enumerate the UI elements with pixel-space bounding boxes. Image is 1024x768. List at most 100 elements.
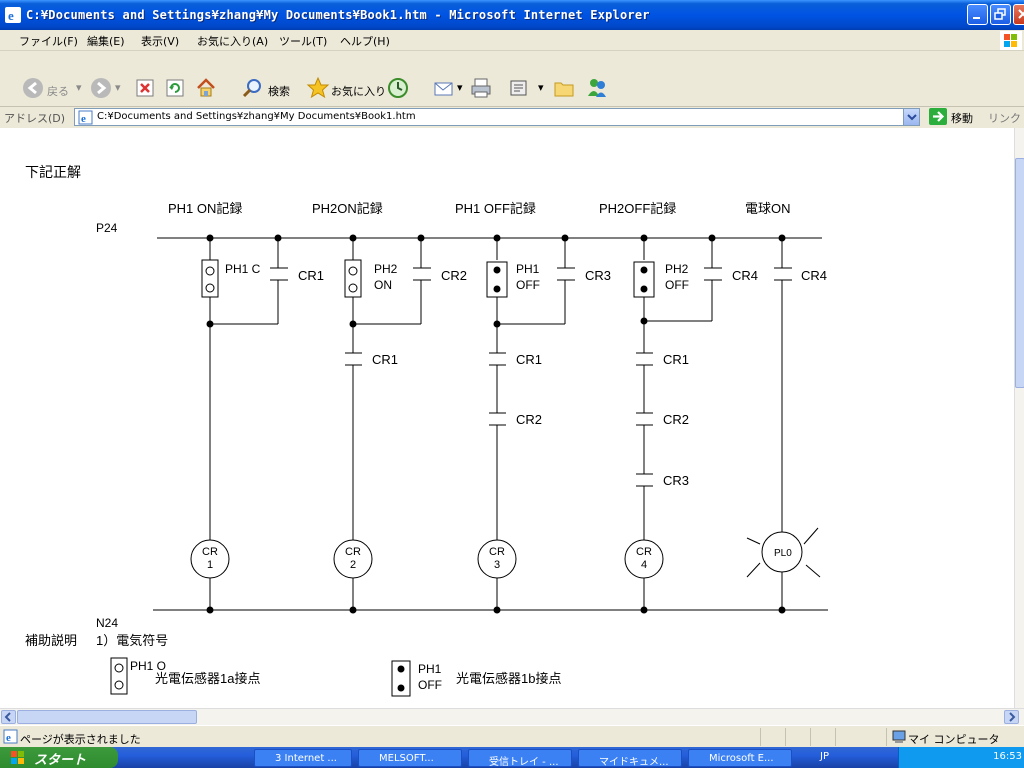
contact-ph1-on-label: PH1 C <box>225 262 261 276</box>
mail-icon[interactable] <box>433 77 457 99</box>
rung4-cr3-label: CR3 <box>663 473 689 488</box>
search-label[interactable]: 検索 <box>268 85 290 98</box>
svg-text:e: e <box>6 732 11 744</box>
column-ph1-off: PH1 OFF記録 <box>455 201 536 216</box>
vertical-scroll-thumb[interactable] <box>1015 158 1024 388</box>
menu-edit[interactable]: 編集(E) <box>87 35 125 48</box>
contact-ph2-off-label-1: PH2 <box>665 262 689 276</box>
windows-flag-icon <box>11 751 24 764</box>
start-label: スタート <box>34 753 87 768</box>
coil-1-label-2: 1 <box>207 559 213 571</box>
rung-2 <box>333 238 431 610</box>
rung1-cr1-label: CR1 <box>298 268 324 283</box>
column-ph2-on: PH2ON記録 <box>312 201 383 216</box>
legend-a-text: 光電伝感器1a接点 <box>155 671 260 686</box>
forward-arrow-icon[interactable] <box>90 77 112 99</box>
horizontal-scroll-thumb[interactable] <box>17 710 197 724</box>
favorites-label[interactable]: お気に入り <box>331 85 386 98</box>
menu-help[interactable]: ヘルプ(H) <box>340 35 390 48</box>
legend-b-tag-2: OFF <box>418 678 442 692</box>
rung4-cr2-label: CR2 <box>663 412 689 427</box>
scroll-right-icon[interactable] <box>1004 710 1019 724</box>
refresh-icon[interactable] <box>166 79 184 97</box>
vertical-scrollbar[interactable] <box>1014 128 1024 708</box>
scroll-left-icon[interactable] <box>1 710 16 724</box>
favorites-star-icon[interactable] <box>306 76 330 100</box>
rung3-cr2-label: CR2 <box>516 412 542 427</box>
task-internet[interactable]: 3 Internet ... <box>254 749 352 767</box>
edit-dropdown-icon[interactable]: ▾ <box>538 81 544 94</box>
coil-3-label-2: 3 <box>494 559 500 571</box>
task-inbox[interactable]: 受信トレイ - ... <box>468 749 572 767</box>
menu-favorites[interactable]: お気に入り(A) <box>197 35 269 48</box>
language-indicator[interactable]: JP <box>820 751 829 762</box>
column-ph2-off: PH2OFF記録 <box>599 201 676 216</box>
address-input[interactable]: e C:¥Documents and Settings¥zhang¥My Doc… <box>74 108 920 126</box>
coil-1-label-1: CR <box>202 546 218 558</box>
home-icon[interactable] <box>195 77 217 99</box>
clock: 16:53 <box>993 751 1022 762</box>
task-microsoft-excel[interactable]: Microsoft E... <box>688 749 792 767</box>
back-arrow-icon[interactable] <box>22 77 44 99</box>
n24-label: N24 <box>96 616 118 630</box>
links-button[interactable]: リンク <box>988 112 1021 125</box>
print-icon[interactable] <box>470 77 492 99</box>
coil-4-label-1: CR <box>636 546 652 558</box>
coil-4-label-2: 4 <box>641 559 647 571</box>
stop-icon[interactable] <box>136 79 154 97</box>
page-icon: e <box>78 110 93 125</box>
page-done-icon: e <box>3 729 18 744</box>
address-label: アドレス(D) <box>4 112 66 125</box>
back-dropdown-icon[interactable]: ▾ <box>76 81 82 94</box>
edit-icon[interactable] <box>510 79 528 97</box>
coil-2-label-1: CR <box>345 546 361 558</box>
rung-1 <box>190 238 288 610</box>
history-icon[interactable] <box>387 77 409 99</box>
address-dropdown-icon[interactable] <box>903 109 919 125</box>
contact-ph1-off-label-2: OFF <box>516 278 540 292</box>
column-ph1-on: PH1 ON記録 <box>168 201 242 216</box>
back-label[interactable]: 戻る <box>47 85 69 98</box>
column-lamp-on: 電球ON <box>745 201 791 216</box>
system-tray: 16:53 <box>898 747 1024 768</box>
task-my-documents[interactable]: マイドキュメ... <box>578 749 682 767</box>
status-text: ページが表示されました <box>20 733 141 746</box>
legend-b-text: 光電伝感器1b接点 <box>456 671 561 686</box>
lamp-label: PL0 <box>774 548 792 559</box>
close-button[interactable] <box>1013 4 1024 25</box>
page-heading: 下記正解 <box>25 164 81 180</box>
rung3-cr1-label: CR1 <box>516 352 542 367</box>
rung5-cr4-label: CR4 <box>801 268 827 283</box>
aux-label: 補助説明 <box>25 633 77 648</box>
horizontal-scrollbar[interactable] <box>0 708 1024 725</box>
aux-item: 1）電気符号 <box>96 633 168 648</box>
folder-icon[interactable] <box>553 77 575 99</box>
menu-tools[interactable]: ツール(T) <box>279 35 328 48</box>
taskbar: スタート 3 Internet ... MELSOFT... 受信トレイ - .… <box>0 747 1024 768</box>
ie-logo-icon: e <box>5 7 21 23</box>
title-bar[interactable]: e C:¥Documents and Settings¥zhang¥My Doc… <box>0 0 1024 30</box>
task-melsoft[interactable]: MELSOFT... <box>358 749 462 767</box>
menu-view[interactable]: 表示(V) <box>141 35 180 48</box>
p24-label: P24 <box>96 221 118 235</box>
restore-icon <box>994 8 1006 20</box>
status-bar: e ページが表示されました マイ コンピュータ <box>0 725 1024 747</box>
forward-dropdown-icon[interactable]: ▾ <box>115 81 121 94</box>
search-icon[interactable] <box>241 77 263 99</box>
close-icon <box>1018 9 1024 19</box>
start-button[interactable]: スタート <box>0 747 118 768</box>
legend-b-tag-1: PH1 <box>418 662 442 676</box>
standard-toolbar: 戻る ▾ ▾ 検索 お気に入り ▾ <box>0 51 1024 107</box>
rung2-cr1-label: CR1 <box>372 352 398 367</box>
minimize-button[interactable] <box>967 4 988 25</box>
page-content: 下記正解 PH1 ON記録 PH2ON記録 PH1 OFF記録 PH2OFF記録… <box>0 128 1014 708</box>
messenger-icon[interactable] <box>585 76 609 100</box>
rung-4 <box>624 238 722 610</box>
maximize-button[interactable] <box>990 4 1011 25</box>
go-arrow-icon[interactable] <box>929 108 947 125</box>
menu-file[interactable]: ファイル(F) <box>19 35 78 48</box>
mail-dropdown-icon[interactable]: ▾ <box>457 81 463 94</box>
coil-3-label-1: CR <box>489 546 505 558</box>
go-button[interactable]: 移動 <box>951 112 973 125</box>
